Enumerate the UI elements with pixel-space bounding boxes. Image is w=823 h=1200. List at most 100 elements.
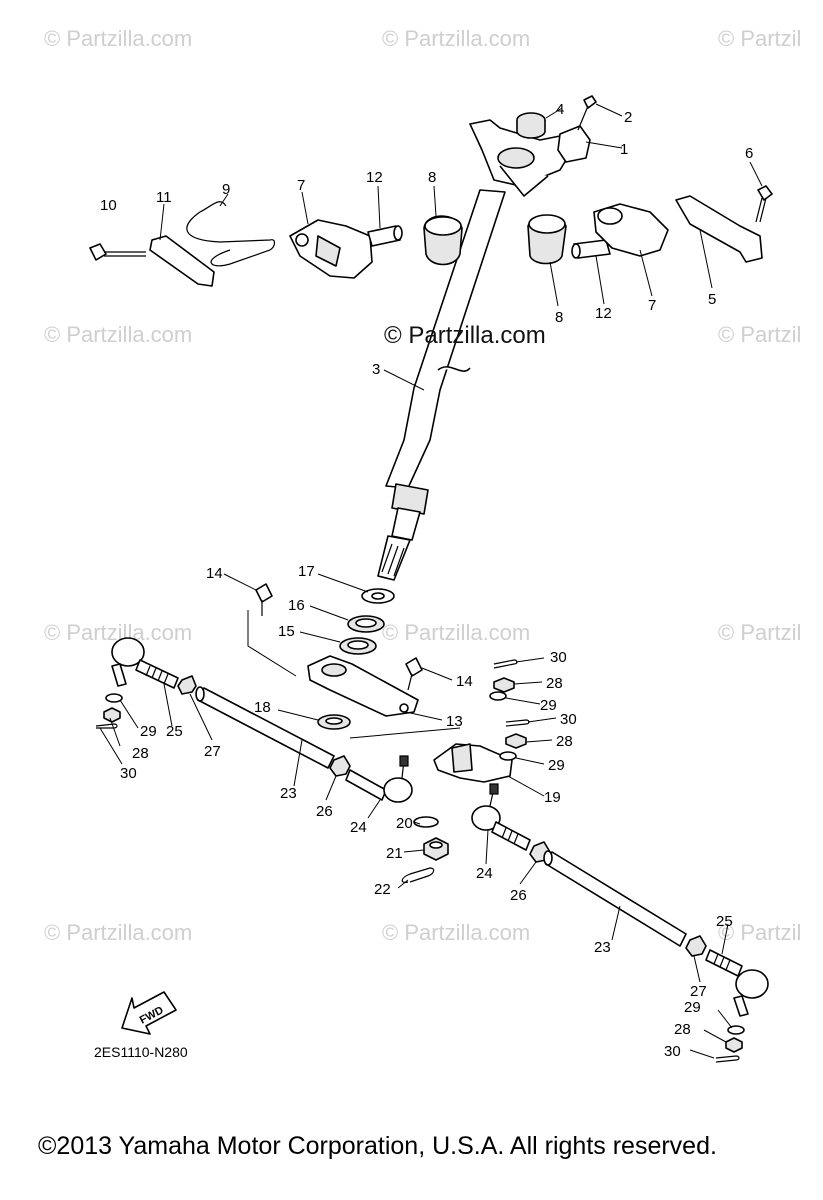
cotter-pin-30-middle[interactable]: [505, 719, 530, 727]
watermark: © Partzilla.com: [44, 26, 193, 51]
washer-29-upper[interactable]: [489, 691, 507, 701]
callout-7-right: 7: [648, 297, 656, 314]
callout-30-upper: 30: [550, 649, 567, 666]
callout-14-lower: 14: [456, 673, 473, 690]
bolt-2[interactable]: [577, 95, 597, 131]
callout-20: 20: [396, 815, 413, 832]
bolt-14-upper[interactable]: [255, 583, 273, 616]
tie-rod-tube-23-right[interactable]: [543, 850, 687, 947]
nut-28-upper[interactable]: [493, 677, 515, 693]
nut-28-right[interactable]: [725, 1037, 743, 1053]
seal-18[interactable]: [317, 714, 351, 730]
nut-21[interactable]: [423, 837, 449, 861]
callout-23-right: 23: [594, 939, 611, 956]
leader-lines: [99, 103, 763, 1059]
callout-5: 5: [708, 291, 716, 308]
nut-26-left[interactable]: [329, 755, 351, 777]
assembly-line: [349, 727, 461, 739]
washer-29-middle[interactable]: [499, 751, 517, 761]
bushing-8-left[interactable]: [423, 215, 463, 266]
nut-28-middle[interactable]: [505, 733, 527, 749]
collar-12-right[interactable]: [571, 239, 611, 259]
callout-4: 4: [556, 101, 564, 118]
bearing-15[interactable]: [339, 637, 377, 655]
bolt-6[interactable]: [755, 185, 773, 223]
callout-23-left: 23: [280, 785, 297, 802]
callout-30-middle: 30: [560, 711, 577, 728]
watermark: © Partzilla.com: [44, 322, 193, 347]
bearing-holder-13[interactable]: [307, 655, 419, 717]
callout-27-right: 27: [690, 983, 707, 1000]
bolt-14-lower[interactable]: [405, 657, 423, 691]
tie-rod-end-25-left[interactable]: [111, 637, 179, 689]
holder-7-left[interactable]: [289, 219, 373, 279]
callout-22: 22: [374, 881, 391, 898]
watermark: © Partzilla.com: [44, 920, 193, 945]
cap-4[interactable]: [516, 112, 546, 139]
tie-rod-end-24-right[interactable]: [471, 783, 531, 851]
bushing-8-right[interactable]: [527, 214, 567, 265]
copyright-notice: ©2013 Yamaha Motor Corporation, U.S.A. A…: [38, 1132, 717, 1160]
callout-2: 2: [624, 109, 632, 126]
callout-7-left: 7: [297, 177, 305, 194]
holder-7-right[interactable]: [593, 203, 669, 257]
tie-rod-end-25-right[interactable]: [705, 949, 769, 1017]
cotter-pin-22[interactable]: [401, 867, 435, 883]
callout-26-left: 26: [316, 803, 333, 820]
bracket-5[interactable]: [675, 195, 763, 263]
seal-16[interactable]: [347, 615, 385, 633]
callout-25-right: 25: [716, 913, 733, 930]
callout-9: 9: [222, 181, 230, 198]
washer-29-right[interactable]: [727, 1025, 745, 1035]
collar-12-left[interactable]: [367, 225, 403, 247]
watermark: © Partzil: [718, 620, 802, 645]
nut-27-right[interactable]: [685, 935, 707, 957]
washer-17[interactable]: [361, 588, 395, 604]
callout-29-right: 29: [684, 999, 701, 1016]
assembly-line: [247, 610, 297, 677]
callout-29-middle: 29: [548, 757, 565, 774]
callout-16: 16: [288, 597, 305, 614]
callout-12-right: 12: [595, 305, 612, 322]
callouts: 1 2 3 4 5 6 7 7 8 8 9 10 11 12 12 13 14 …: [100, 101, 753, 1060]
callout-6: 6: [745, 145, 753, 162]
nut-27-left[interactable]: [177, 675, 197, 695]
callout-25-left: 25: [166, 723, 183, 740]
spring-clip-9[interactable]: [186, 201, 276, 267]
watermark: © Partzilla.com: [382, 920, 531, 945]
fwd-arrow-icon: FWD: [121, 991, 177, 1035]
callout-28-middle: 28: [556, 733, 573, 750]
callout-11: 11: [156, 189, 172, 206]
bolt-10[interactable]: [89, 243, 146, 261]
callout-28-left: 28: [132, 745, 149, 762]
steering-column-shaft[interactable]: [377, 189, 506, 581]
cotter-pin-30-upper[interactable]: [493, 659, 518, 669]
callout-17: 17: [298, 563, 315, 580]
nut-28-left[interactable]: [103, 707, 121, 723]
callout-28-upper: 28: [546, 675, 563, 692]
watermark: © Partzil: [718, 26, 802, 51]
watermark: © Partzilla.com: [382, 26, 531, 51]
washer-29-left[interactable]: [105, 693, 123, 703]
plate-11[interactable]: [149, 235, 215, 287]
callout-3: 3: [372, 361, 380, 378]
washer-20[interactable]: [413, 816, 439, 828]
callout-30-right: 30: [664, 1043, 681, 1060]
clamp-1[interactable]: [557, 125, 591, 163]
callout-28-right: 28: [674, 1021, 691, 1038]
tie-rod-tube-23-left[interactable]: [195, 686, 335, 769]
callout-24-left: 24: [350, 819, 367, 836]
callout-24-right: 24: [476, 865, 493, 882]
tie-rod-end-24-left[interactable]: [345, 755, 413, 803]
cotter-pin-30-right[interactable]: [715, 1055, 740, 1063]
callout-26-right: 26: [510, 887, 527, 904]
pitman-arm-19[interactable]: [433, 743, 513, 783]
callout-18: 18: [254, 699, 271, 716]
callout-14-upper: 14: [206, 565, 223, 582]
diagram-code: 2ES1110-N280: [94, 1044, 188, 1060]
callout-27-left: 27: [204, 743, 221, 760]
callout-13: 13: [446, 713, 463, 730]
callout-29-left: 29: [140, 723, 157, 740]
watermark: © Partzilla.com: [382, 620, 531, 645]
